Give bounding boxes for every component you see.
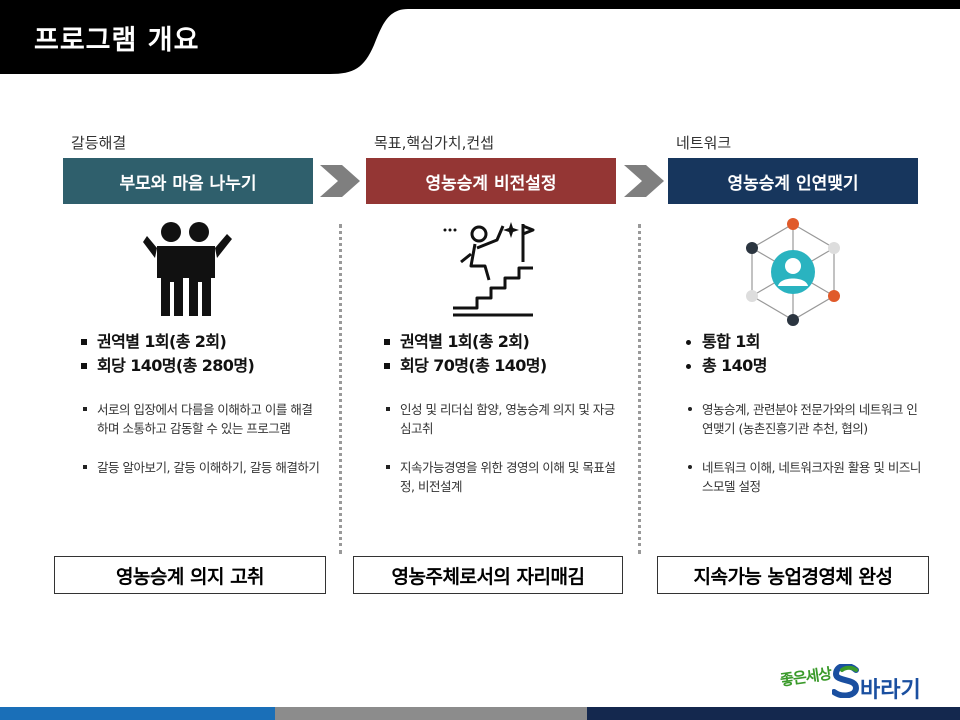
program-column-vision: 목표,핵심가치,컨셉 영농승계 비전설정 권역별 1회(총 2회) 회당 70명… xyxy=(366,126,616,596)
list-item: 네트워크 이해, 네트워크자원 활용 및 비즈니스모델 설정 xyxy=(686,458,926,496)
column-divider xyxy=(339,224,342,554)
program-column-network: 네트워크 영농승계 인연맺기 통합 1회 총 140명 영농승계, 관련분야 전… xyxy=(668,126,921,596)
main-info-list: 권역별 1회(총 2회) 회당 70명(총 140명) xyxy=(384,330,547,378)
chevron-right-icon xyxy=(320,165,360,197)
list-item: 통합 1회 xyxy=(686,330,767,354)
list-item: 서로의 입장에서 다름을 이해하고 이를 해결하며 소통하고 감동할 수 있는 … xyxy=(81,400,321,438)
footer-bar-navy xyxy=(587,707,960,720)
list-item: 영농승계, 관련분야 전문가와의 네트워크 인연맺기 (농촌진흥기관 추천, 협… xyxy=(686,400,926,438)
result-box: 지속가능 농업경영체 완성 xyxy=(657,556,929,594)
column-banner: 부모와 마음 나누기 xyxy=(63,158,313,204)
detail-list: 인성 및 리더십 함양, 영농승계 의지 및 자긍심고취 지속가능경영을 위한 … xyxy=(384,400,624,516)
page-title: 프로그램 개요 xyxy=(34,25,200,56)
column-banner: 영농승계 비전설정 xyxy=(366,158,616,204)
brand-logo: 좋은세상 바라기 xyxy=(779,660,930,704)
logo-wordmark: 바라기 xyxy=(860,678,921,703)
main-info-list: 권역별 1회(총 2회) 회당 140명(총 280명) xyxy=(81,330,255,378)
list-item: 갈등 알아보기, 갈등 이해하기, 갈등 해결하기 xyxy=(81,458,321,477)
column-banner: 영농승계 인연맺기 xyxy=(668,158,918,204)
s-logo-icon xyxy=(832,664,860,698)
detail-list: 영농승계, 관련분야 전문가와의 네트워크 인연맺기 (농촌진흥기관 추천, 협… xyxy=(686,400,926,516)
chevron-right-icon xyxy=(624,165,664,197)
column-category-label: 갈등해결 xyxy=(71,134,127,152)
list-item: 권역별 1회(총 2회) xyxy=(81,330,254,354)
person-network-icon xyxy=(718,218,868,326)
logo-slogan: 좋은세상 xyxy=(779,664,833,690)
column-category-label: 네트워크 xyxy=(676,134,732,152)
footer-bar-gray xyxy=(275,707,587,720)
list-item: 인성 및 리더십 함양, 영농승계 의지 및 자긍심고취 xyxy=(384,400,624,438)
detail-list: 서로의 입장에서 다름을 이해하고 이를 해결하며 소통하고 감동할 수 있는 … xyxy=(81,400,321,497)
result-box: 영농승계 의지 고취 xyxy=(54,556,326,594)
main-info-list: 통합 1회 총 140명 xyxy=(686,330,767,378)
column-divider xyxy=(638,224,641,554)
column-category-label: 목표,핵심가치,컨셉 xyxy=(374,134,494,152)
footer-bar-blue xyxy=(0,707,275,720)
list-item: 권역별 1회(총 2회) xyxy=(384,330,547,354)
list-item: 회당 70명(총 140명) xyxy=(384,354,547,378)
list-item: 총 140명 xyxy=(686,354,767,378)
person-climbing-stairs-to-goal-icon xyxy=(416,218,566,318)
list-item: 지속가능경영을 위한 경영의 이해 및 목표설정, 비전설계 xyxy=(384,458,624,496)
header-band xyxy=(0,0,960,74)
two-people-embracing-icon xyxy=(113,218,263,318)
list-item: 회당 140명(총 280명) xyxy=(81,354,255,378)
program-column-conflict: 갈등해결 부모와 마음 나누기 권역별 1회(총 2회) 회당 140명(총 2… xyxy=(63,126,320,596)
result-box: 영농주체로서의 자리매김 xyxy=(353,556,623,594)
